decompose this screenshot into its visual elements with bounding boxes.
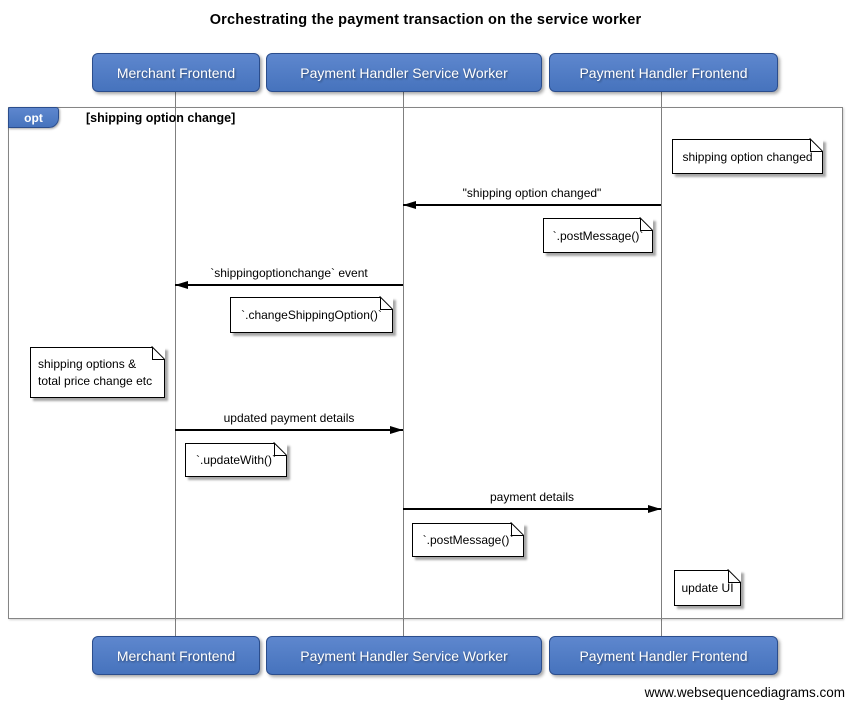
note-shipping-option-changed: shipping option changed: [672, 139, 823, 174]
message-updated-payment-details: updated payment details: [175, 411, 403, 434]
note-text: `.postMessage()`: [552, 228, 644, 243]
note-fold-icon: [810, 139, 823, 152]
note-text-line-1: shipping options &: [38, 356, 137, 371]
message-label: "shipping option changed": [462, 186, 602, 200]
opt-condition-label: [shipping option change]: [86, 111, 236, 125]
lifeline-payment-handler-frontend: [661, 92, 662, 636]
message-line: [403, 504, 661, 513]
message-payment-details: payment details: [403, 490, 661, 513]
note-updatewith: `.updateWith()`: [185, 443, 287, 477]
opt-fragment-frame: opt [shipping option change]: [8, 107, 843, 619]
arrowhead-left-icon: [175, 280, 188, 289]
message-label: payment details: [489, 490, 575, 504]
opt-operator-tab: opt: [8, 107, 59, 128]
lifeline-payment-handler-service-worker: [403, 92, 404, 636]
note-postmessage-2: `.postMessage()`: [412, 523, 524, 557]
actor-top-payment-handler-frontend: Payment Handler Frontend: [549, 53, 778, 92]
message-label: `shippingoptionchange` event: [210, 266, 368, 280]
note-fold-icon: [274, 443, 287, 456]
note-text: update UI: [681, 581, 734, 595]
actor-bottom-payment-handler-service-worker: Payment Handler Service Worker: [266, 636, 542, 675]
note-shipping-options-total-price: shipping options & total price change et…: [30, 347, 165, 398]
note-text: `.postMessage()`: [422, 533, 514, 547]
note-postmessage-1: `.postMessage()`: [543, 218, 653, 253]
message-shipping-option-changed: "shipping option changed": [403, 186, 661, 209]
actor-top-merchant-frontend: Merchant Frontend: [92, 53, 260, 92]
message-line: [175, 425, 403, 434]
actor-top-payment-handler-service-worker: Payment Handler Service Worker: [266, 53, 542, 92]
actor-bottom-merchant-frontend: Merchant Frontend: [92, 636, 260, 675]
arrowhead-right-icon: [648, 504, 661, 513]
websequencediagrams-watermark: www.websequencediagrams.com: [644, 685, 845, 700]
diagram-title: Orchestrating the payment transaction on…: [209, 12, 642, 28]
arrowhead-left-icon: [403, 200, 416, 209]
message-shippingoptionchange-event: `shippingoptionchange` event: [175, 266, 403, 289]
message-label: updated payment details: [223, 411, 355, 425]
arrowhead-right-icon: [390, 425, 403, 434]
actor-bottom-payment-handler-frontend: Payment Handler Frontend: [549, 636, 778, 675]
note-text-line-2: total price change etc: [38, 373, 153, 388]
note-changeshippingoption: `.changeShippingOption()`: [230, 297, 393, 333]
note-text: `.changeShippingOption()`: [241, 308, 382, 322]
note-fold-icon: [152, 347, 165, 360]
message-line: [175, 280, 403, 289]
note-text: shipping option changed: [682, 149, 813, 164]
note-fold-icon: [380, 297, 393, 310]
message-line: [403, 200, 661, 209]
note-text: `.updateWith()`: [195, 453, 277, 467]
note-fold-icon: [728, 570, 741, 583]
note-fold-icon: [640, 218, 653, 231]
lifeline-merchant-frontend: [175, 92, 176, 636]
note-update-ui: update UI: [674, 570, 741, 606]
note-fold-icon: [511, 523, 524, 536]
